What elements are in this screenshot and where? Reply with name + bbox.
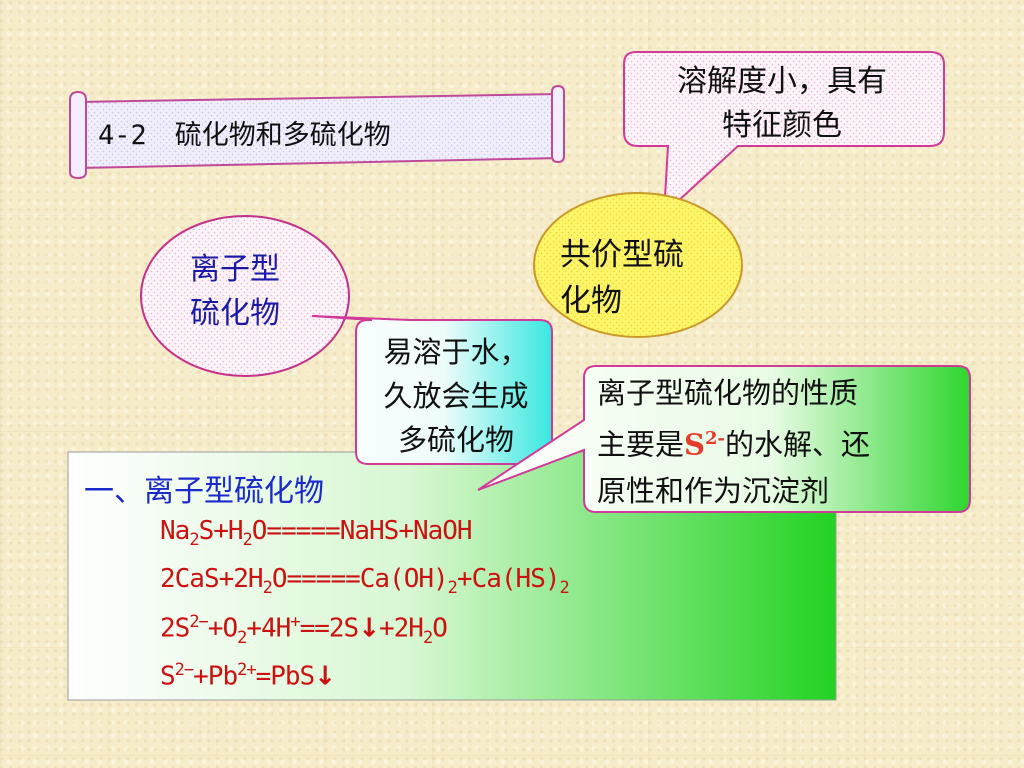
title-scroll <box>69 84 565 180</box>
eq3-sup-a: 2− <box>189 612 209 632</box>
eq3-sub-e: 2 <box>422 627 433 648</box>
eq3-sup-c: + <box>290 612 300 632</box>
callout-soluble: 易溶于水， 久放会生成 多硫化物 <box>356 330 556 462</box>
equation-1: Na2S+H2O=====NaHS+NaOH <box>160 516 473 551</box>
callout-properties-line1: 离子型硫化物的性质 <box>597 376 859 410</box>
callout-soluble-line2: 久放会生成 <box>383 379 529 413</box>
callout-soluble-line1: 易溶于水， <box>383 335 529 369</box>
eq2-part-c: +Ca(HS) <box>456 564 561 594</box>
eq2-sub-a: 2 <box>262 578 273 599</box>
eq1-part-a: Na <box>160 516 190 546</box>
callout-properties-shape <box>477 365 971 513</box>
eq3-part-d: ==2S <box>299 613 360 644</box>
sulfide-ion-charge: 2- <box>704 428 725 449</box>
callout-top-right-shape <box>623 51 945 217</box>
eq2-sub-c: 2 <box>559 578 570 599</box>
eq1-part-c: O=====NaHS+NaOH <box>251 516 473 546</box>
eq4-part-a: S <box>160 661 176 692</box>
precipitate-arrow-icon: ↓ <box>314 661 336 692</box>
eq2-part-a: 2CaS+2H <box>160 564 264 594</box>
callout-soluble-line3: 多硫化物 <box>397 423 514 457</box>
sulfide-ion-symbol: S <box>684 427 705 462</box>
callout-top-right-line2: 特征颜色 <box>722 108 842 143</box>
oval-ionic-shape <box>140 215 350 377</box>
eq3-part-b: +O <box>207 613 238 644</box>
eq2-part-b: O=====Ca(OH) <box>271 564 449 594</box>
title-number: 4-2 <box>98 120 147 151</box>
callout-properties: 离子型硫化物的性质 主要是S2-的水解、还 原性和作为沉淀剂 <box>597 370 969 514</box>
title-text: 硫化物和多硫化物 <box>174 120 391 151</box>
oval-ionic: 离子型 硫化物 <box>160 248 310 336</box>
eq2-sub-b: 2 <box>447 578 458 599</box>
oval-covalent-shape <box>533 192 743 338</box>
callout-properties-line2: 主要是S2-的水解、还 <box>597 416 969 468</box>
eq3-part-c: +4H <box>246 613 291 644</box>
callout-properties-prefix: 主要是 <box>597 427 685 462</box>
section-heading: 一、离子型硫化物 <box>84 474 324 509</box>
callout-top-right: 溶解度小，具有 特征颜色 <box>632 60 932 148</box>
eq1-sub-a: 2 <box>189 530 199 551</box>
equation-4: S2−+Pb2+=PbS↓ <box>160 660 336 692</box>
oval-ionic-line2: 硫化物 <box>190 296 280 331</box>
callout-properties-line3: 原性和作为沉淀剂 <box>597 473 830 508</box>
eq3-part-f: O <box>432 613 448 644</box>
precipitate-arrow-icon: ↓ <box>358 613 380 644</box>
oval-covalent-line1: 共价型硫 <box>560 237 684 273</box>
callout-top-right-line1: 溶解度小，具有 <box>677 64 887 99</box>
eq3-sub-b: 2 <box>237 627 247 648</box>
eq3-part-e: +2H <box>379 613 424 644</box>
eq4-part-b: +Pb <box>193 661 238 692</box>
eq4-sup-b: 2+ <box>237 660 257 680</box>
slide-title: 4-2 硫化物和多硫化物 <box>98 113 391 152</box>
equation-2: 2CaS+2H2O=====Ca(OH)2+Ca(HS)2 <box>160 564 570 599</box>
eq4-part-c: =PbS <box>255 661 316 692</box>
eq3-part-a: 2S <box>160 613 190 644</box>
eq4-sup-a: 2− <box>174 660 195 680</box>
oval-covalent: 共价型硫 化物 <box>560 232 730 324</box>
callout-properties-suffix: 的水解、还 <box>724 427 870 462</box>
oval-covalent-line2: 化物 <box>560 283 622 319</box>
equation-3: 2S2−+O2+4H+==2S↓+2H2O <box>160 612 448 648</box>
eq1-part-b: S+H <box>198 516 244 546</box>
oval-ionic-line1: 离子型 <box>190 252 280 287</box>
eq1-sub-b: 2 <box>242 530 253 551</box>
